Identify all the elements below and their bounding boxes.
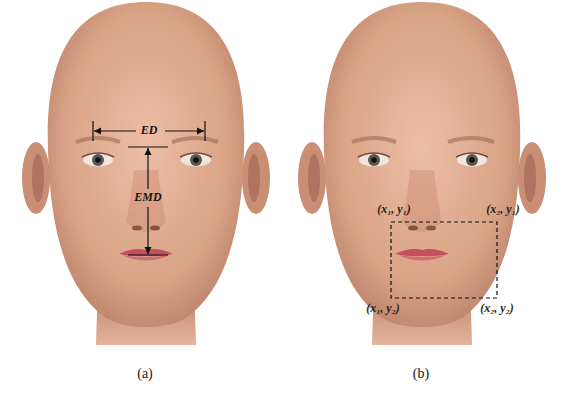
panel-label: (b) [413,366,429,381]
corner-coordinate: (x₂, y₁) [486,203,520,216]
measure-marks [93,121,205,255]
distance-label: ED [141,124,158,137]
mouth-region-box [391,222,497,298]
panel-label: (a) [137,366,153,381]
corner-coordinate: (x₁, y₂) [366,302,400,315]
corner-coordinate: (x₂, y₂) [480,302,514,315]
distance-label: EMD [134,191,161,204]
corner-coordinate: (x₁, y₁) [377,203,411,216]
